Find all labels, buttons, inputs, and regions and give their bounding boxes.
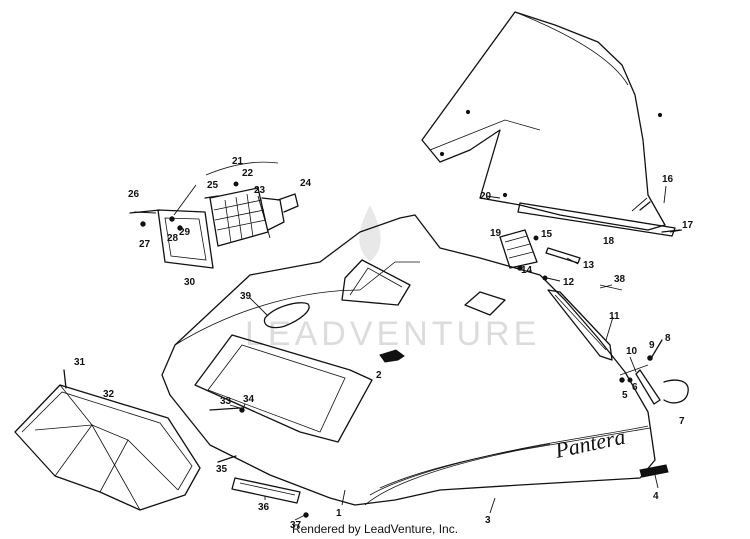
callout-15: 15 [541, 229, 553, 240]
callout-5: 5 [622, 390, 628, 401]
windshield [421, 11, 666, 231]
hood-brand-text: Pantera [552, 424, 628, 463]
watermark: LEADVENTURE [245, 205, 540, 353]
bracket-13 [545, 247, 581, 264]
callout-16: 16 [662, 174, 674, 185]
callout-1: 1 [336, 508, 342, 519]
callout-6: 6 [632, 382, 638, 393]
footer-credit: Rendered by LeadVenture, Inc. [291, 522, 459, 536]
callout-10: 10 [626, 346, 638, 357]
callout-32: 32 [103, 389, 115, 400]
leader-lines [229, 185, 667, 521]
callout-30: 30 [184, 277, 196, 288]
callout-9: 9 [649, 340, 655, 351]
callout-18: 18 [603, 236, 615, 247]
callout-13: 13 [583, 260, 595, 271]
headlight-bezel [133, 184, 214, 269]
callouts: 1 2 3 4 5 6 7 8 9 10 11 12 13 14 15 16 1… [74, 156, 694, 531]
callout-24: 24 [300, 178, 312, 189]
callout-21: 21 [232, 156, 244, 167]
callout-38: 38 [614, 274, 626, 285]
callout-33: 33 [220, 396, 232, 407]
callout-37: 37 [290, 520, 302, 531]
callout-3: 3 [485, 515, 491, 526]
callout-36: 36 [258, 502, 270, 513]
callout-23: 23 [254, 185, 266, 196]
callout-19: 19 [490, 228, 502, 239]
watermark-text: LEADVENTURE [245, 315, 540, 353]
callout-11: 11 [609, 311, 620, 322]
hood [161, 214, 656, 506]
badge-39 [263, 302, 310, 329]
callout-29: 29 [179, 227, 191, 238]
callout-17: 17 [682, 220, 694, 231]
callout-4: 4 [653, 491, 659, 502]
trim-plate [231, 477, 301, 504]
callout-26: 26 [128, 189, 140, 200]
side-vent [547, 289, 613, 361]
headlight-assembly [209, 187, 299, 247]
callout-22: 22 [242, 168, 254, 179]
cable [205, 161, 279, 176]
callout-27: 27 [139, 239, 151, 250]
callout-31: 31 [74, 357, 86, 368]
callout-25: 25 [207, 180, 219, 191]
callout-8: 8 [665, 333, 671, 344]
callout-39: 39 [240, 291, 252, 302]
callout-14: 14 [521, 265, 533, 276]
callout-12: 12 [563, 277, 575, 288]
latch [619, 364, 689, 405]
callout-20: 20 [480, 191, 492, 202]
callout-28: 28 [167, 233, 179, 244]
grille [14, 384, 201, 511]
decal-strip [639, 464, 669, 478]
callout-7: 7 [679, 416, 685, 427]
center-vent [499, 229, 538, 269]
callout-35: 35 [216, 464, 228, 475]
fasteners [63, 181, 681, 518]
callout-2: 2 [376, 370, 382, 381]
callout-34: 34 [243, 394, 255, 405]
